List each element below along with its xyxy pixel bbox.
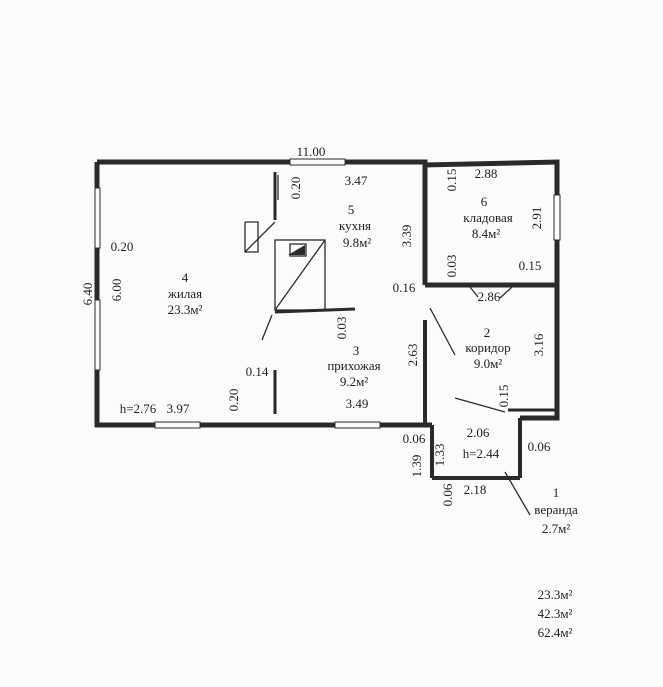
dim-wall-016: 0.16 bbox=[393, 280, 416, 295]
room-5-number: 5 bbox=[348, 202, 355, 217]
stove bbox=[244, 221, 326, 311]
room-4-name: жилая bbox=[167, 286, 202, 301]
room-1-area: 2.7м² bbox=[542, 521, 570, 536]
dim-corridor-depth: 3.16 bbox=[531, 333, 546, 356]
dim-veranda-depth-inner: 1.33 bbox=[432, 444, 447, 467]
dim-wall-015-a: 0.15 bbox=[444, 169, 459, 192]
dim-hall-depth: 2.63 bbox=[405, 344, 420, 367]
room-3-name: прихожая bbox=[327, 358, 380, 373]
total-overall-area: 62.4м² bbox=[537, 625, 573, 640]
area-totals: 23.3м² 42.3м² 62.4м² bbox=[520, 585, 590, 642]
dim-wall-006-b: 0.06 bbox=[440, 483, 455, 506]
dim-living-width: 3.97 bbox=[167, 401, 190, 416]
total-living-area: 23.3м² bbox=[537, 587, 573, 602]
room-2-number: 2 bbox=[484, 325, 491, 340]
dim-wall-020-a: 0.20 bbox=[111, 239, 134, 254]
dim-veranda-width-top: 2.06 bbox=[467, 425, 490, 440]
room-2-name: коридор bbox=[465, 340, 510, 355]
dim-wall-020-b: 0.20 bbox=[288, 177, 303, 200]
room-4-number: 4 bbox=[182, 270, 189, 285]
dim-wall-003-a: 0.03 bbox=[444, 255, 459, 278]
room-1-name: веранда bbox=[534, 502, 578, 517]
room-3-area: 9.2м² bbox=[340, 374, 368, 389]
dim-living-height: 6.00 bbox=[109, 279, 124, 302]
room-6-area: 8.4м² bbox=[472, 226, 500, 241]
room-5-area: 9.8м² bbox=[343, 235, 371, 250]
room-5-name: кухня bbox=[339, 218, 371, 233]
dim-hall-width: 3.49 bbox=[346, 396, 369, 411]
dim-storage-depth: 2.91 bbox=[529, 207, 544, 230]
dim-wall-020-c: 0.20 bbox=[226, 389, 241, 412]
door-swings bbox=[261, 175, 531, 516]
room-3-number: 3 bbox=[353, 343, 360, 358]
dim-veranda-width-bottom: 2.18 bbox=[464, 482, 487, 497]
room-1-number: 1 bbox=[553, 485, 560, 500]
dim-overall-width: 11.00 bbox=[297, 144, 326, 159]
dim-ceiling-veranda: h=2.44 bbox=[463, 446, 500, 461]
dim-wall-015-c: 0.15 bbox=[496, 385, 511, 408]
dim-wall-006-c: 0.06 bbox=[528, 439, 551, 454]
dim-wall-003-b: 0.03 bbox=[334, 317, 349, 340]
dim-veranda-depth-left: 1.39 bbox=[409, 455, 424, 478]
room-4-area: 23.3м² bbox=[168, 302, 203, 317]
dim-overall-height: 6.40 bbox=[80, 283, 95, 306]
dim-wall-014: 0.14 bbox=[246, 364, 269, 379]
dim-corridor-width: 2.86 bbox=[478, 289, 501, 304]
dim-wall-006-a: 0.06 bbox=[403, 431, 426, 446]
total-main-area: 42.3м² bbox=[537, 606, 573, 621]
dim-kitchen-depth: 3.39 bbox=[399, 225, 414, 248]
room-6-number: 6 bbox=[481, 194, 488, 209]
room-6-name: кладовая bbox=[463, 210, 512, 225]
dim-ceiling-main: h=2.76 bbox=[120, 401, 157, 416]
dim-storage-width: 2.88 bbox=[475, 166, 498, 181]
windows bbox=[94, 158, 561, 429]
dim-wall-015-b: 0.15 bbox=[519, 258, 542, 273]
room-2-area: 9.0м² bbox=[474, 356, 502, 371]
outer-walls bbox=[94, 159, 560, 428]
dim-kitchen-width: 3.47 bbox=[345, 173, 368, 188]
